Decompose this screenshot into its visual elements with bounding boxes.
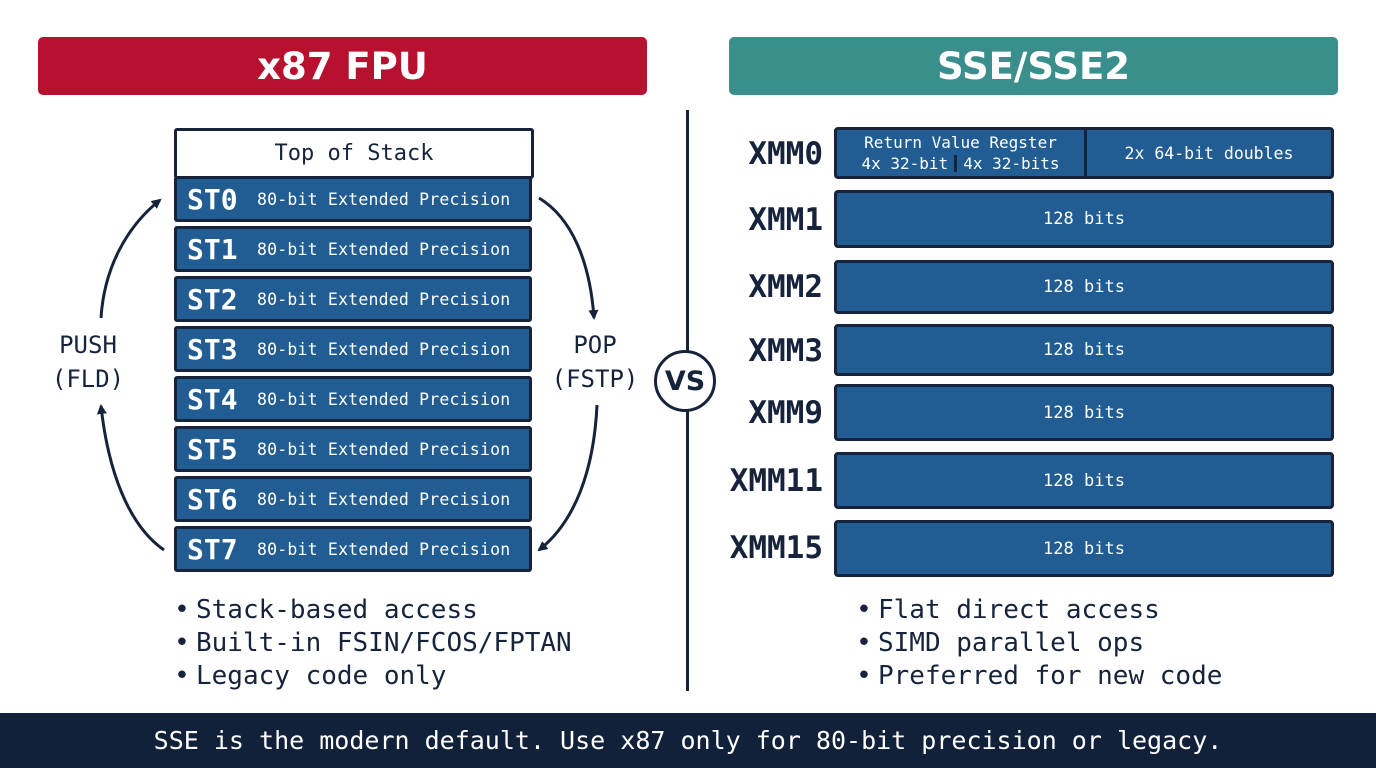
register-desc: 80-bit Extended Precision bbox=[257, 239, 511, 259]
list-item: Legacy code only bbox=[168, 660, 572, 693]
xmm0-register: Return Value Regster 4x 32-bit 4x 32-bit… bbox=[834, 127, 1334, 179]
xmm11-label: XMM11 bbox=[729, 463, 823, 499]
register-st7: ST7 80-bit Extended Precision bbox=[174, 526, 532, 572]
register-st2: ST2 80-bit Extended Precision bbox=[174, 276, 532, 322]
register-name: ST2 bbox=[187, 282, 238, 316]
sse-bullet-list: Flat direct access SIMD parallel ops Pre… bbox=[850, 594, 1222, 693]
xmm3-label: XMM3 bbox=[748, 333, 823, 369]
push-label-line2: (FLD) bbox=[51, 365, 125, 393]
register-name: ST7 bbox=[187, 532, 238, 566]
register-st0: ST0 80-bit Extended Precision bbox=[174, 176, 532, 222]
pop-arrow-lower bbox=[537, 404, 599, 552]
xmm0-return-value-section: Return Value Regster 4x 32-bit 4x 32-bit… bbox=[837, 130, 1087, 176]
vs-badge: VS bbox=[654, 350, 716, 412]
top-of-stack-header: Top of Stack bbox=[174, 128, 534, 179]
list-item: Preferred for new code bbox=[850, 660, 1222, 693]
x87-bullet-list: Stack-based access Built-in FSIN/FCOS/FP… bbox=[168, 594, 572, 693]
register-st4: ST4 80-bit Extended Precision bbox=[174, 376, 532, 422]
register-desc: 80-bit Extended Precision bbox=[257, 489, 511, 509]
register-desc: 80-bit Extended Precision bbox=[257, 289, 511, 309]
xmm9-label: XMM9 bbox=[748, 395, 823, 431]
xmm15-label: XMM15 bbox=[729, 530, 823, 566]
pop-label-line1: POP bbox=[573, 331, 617, 359]
register-desc: 80-bit Extended Precision bbox=[257, 439, 511, 459]
list-item: Built-in FSIN/FCOS/FPTAN bbox=[168, 627, 572, 660]
push-arrow-upper bbox=[99, 198, 162, 319]
xmm1-label: XMM1 bbox=[748, 202, 823, 238]
xmm0-label: XMM0 bbox=[748, 136, 823, 172]
list-item: Flat direct access bbox=[850, 594, 1222, 627]
sse-banner: SSE/SSE2 bbox=[729, 37, 1338, 95]
register-desc: 80-bit Extended Precision bbox=[257, 189, 511, 209]
register-name: ST0 bbox=[187, 182, 238, 216]
register-name: ST3 bbox=[187, 332, 238, 366]
register-st1: ST1 80-bit Extended Precision bbox=[174, 226, 532, 272]
x87-fpu-banner: x87 FPU bbox=[38, 37, 647, 95]
xmm11-register: 128 bits bbox=[834, 452, 1334, 509]
xmm0-sub2: 4x 32-bits bbox=[963, 154, 1060, 173]
register-name: ST6 bbox=[187, 482, 238, 516]
register-st3: ST3 80-bit Extended Precision bbox=[174, 326, 532, 372]
list-item: SIMD parallel ops bbox=[850, 627, 1222, 660]
push-arrow-lower bbox=[96, 404, 165, 552]
register-name: ST1 bbox=[187, 232, 238, 266]
register-desc: 80-bit Extended Precision bbox=[257, 539, 511, 559]
pop-label-line2: (FSTP) bbox=[551, 365, 639, 393]
register-name: ST4 bbox=[187, 382, 238, 416]
register-desc: 80-bit Extended Precision bbox=[257, 339, 511, 359]
xmm9-register: 128 bits bbox=[834, 384, 1334, 441]
register-desc: 80-bit Extended Precision bbox=[257, 389, 511, 409]
xmm2-label: XMM2 bbox=[748, 269, 823, 305]
xmm1-register: 128 bits bbox=[834, 190, 1334, 248]
xmm0-sub1: 4x 32-bit bbox=[861, 154, 949, 173]
register-st5: ST5 80-bit Extended Precision bbox=[174, 426, 532, 472]
footer-banner: SSE is the modern default. Use x87 only … bbox=[0, 713, 1376, 768]
lane-divider bbox=[954, 155, 958, 172]
register-name: ST5 bbox=[187, 432, 238, 466]
pop-arrow-upper bbox=[538, 196, 599, 320]
list-item: Stack-based access bbox=[168, 594, 572, 627]
push-label: PUSH (FLD) bbox=[42, 328, 134, 396]
xmm15-register: 128 bits bbox=[834, 520, 1334, 577]
xmm2-register: 128 bits bbox=[834, 260, 1334, 314]
xmm0-return-title: Return Value Regster bbox=[864, 133, 1057, 152]
register-st6: ST6 80-bit Extended Precision bbox=[174, 476, 532, 522]
xmm0-lane-split: 4x 32-bit 4x 32-bits bbox=[855, 153, 1065, 174]
xmm0-doubles-section: 2x 64-bit doubles bbox=[1124, 143, 1294, 163]
pop-label: POP (FSTP) bbox=[545, 328, 645, 396]
push-label-line1: PUSH bbox=[59, 331, 117, 359]
xmm3-register: 128 bits bbox=[834, 324, 1334, 376]
